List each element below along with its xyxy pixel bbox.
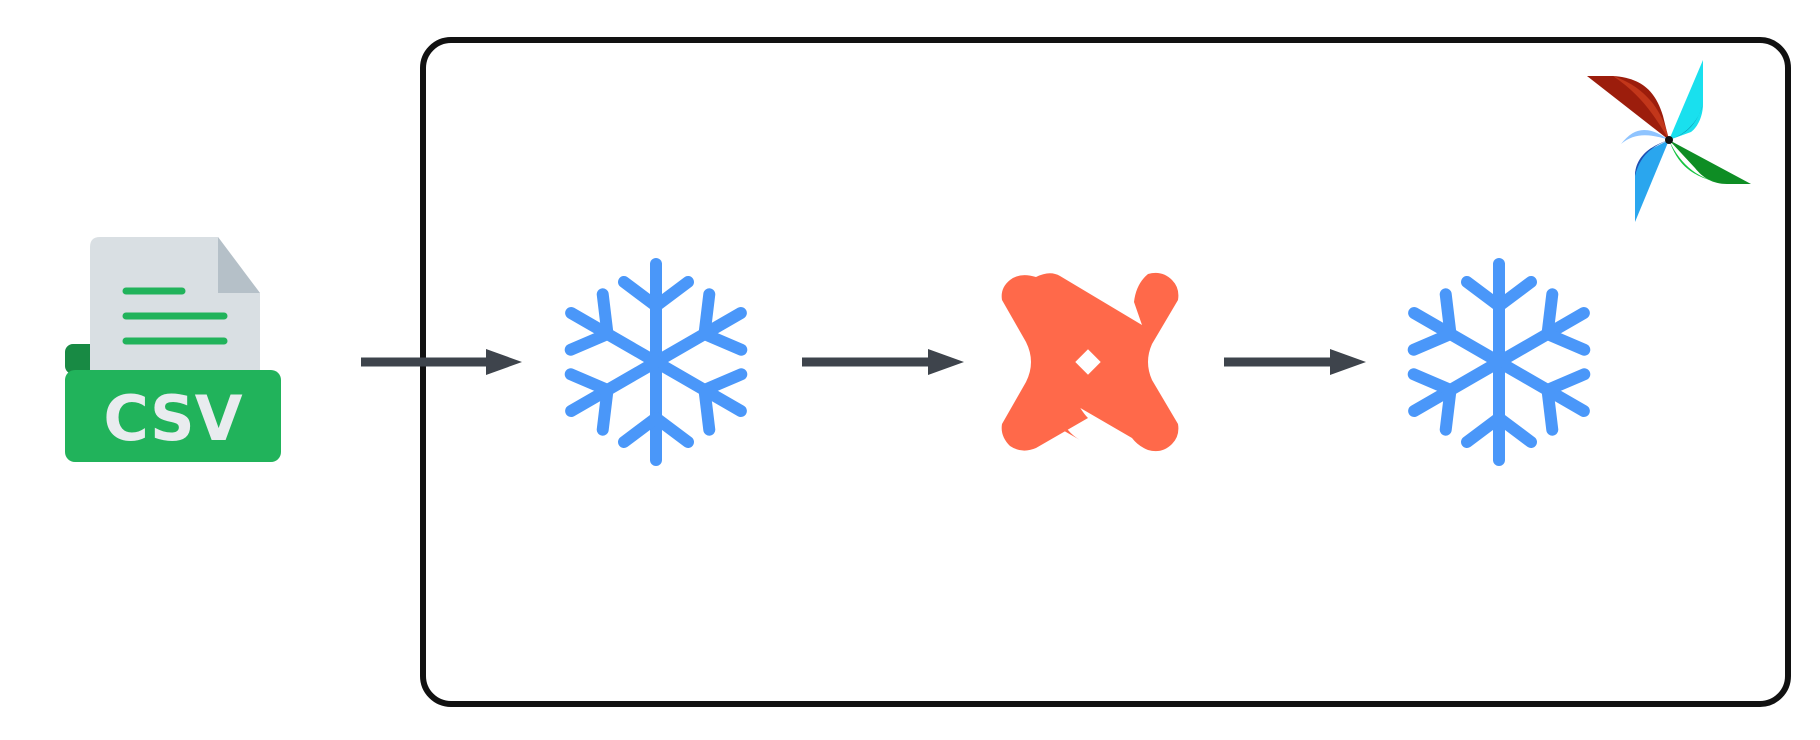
airflow-pinwheel-icon — [1587, 60, 1751, 222]
arrow-csv-to-snowflake — [361, 349, 522, 375]
snowflake-raw-icon — [555, 264, 757, 460]
csv-file-icon: CSV — [65, 237, 281, 462]
airflow-dag-container — [420, 37, 1791, 707]
arrow-snowflake-to-dbt — [802, 349, 964, 375]
csv-label: CSV — [103, 382, 242, 455]
arrow-dbt-to-snowflake — [1224, 349, 1366, 375]
dbt-icon — [1001, 272, 1179, 452]
snowflake-target-icon — [1398, 264, 1600, 460]
